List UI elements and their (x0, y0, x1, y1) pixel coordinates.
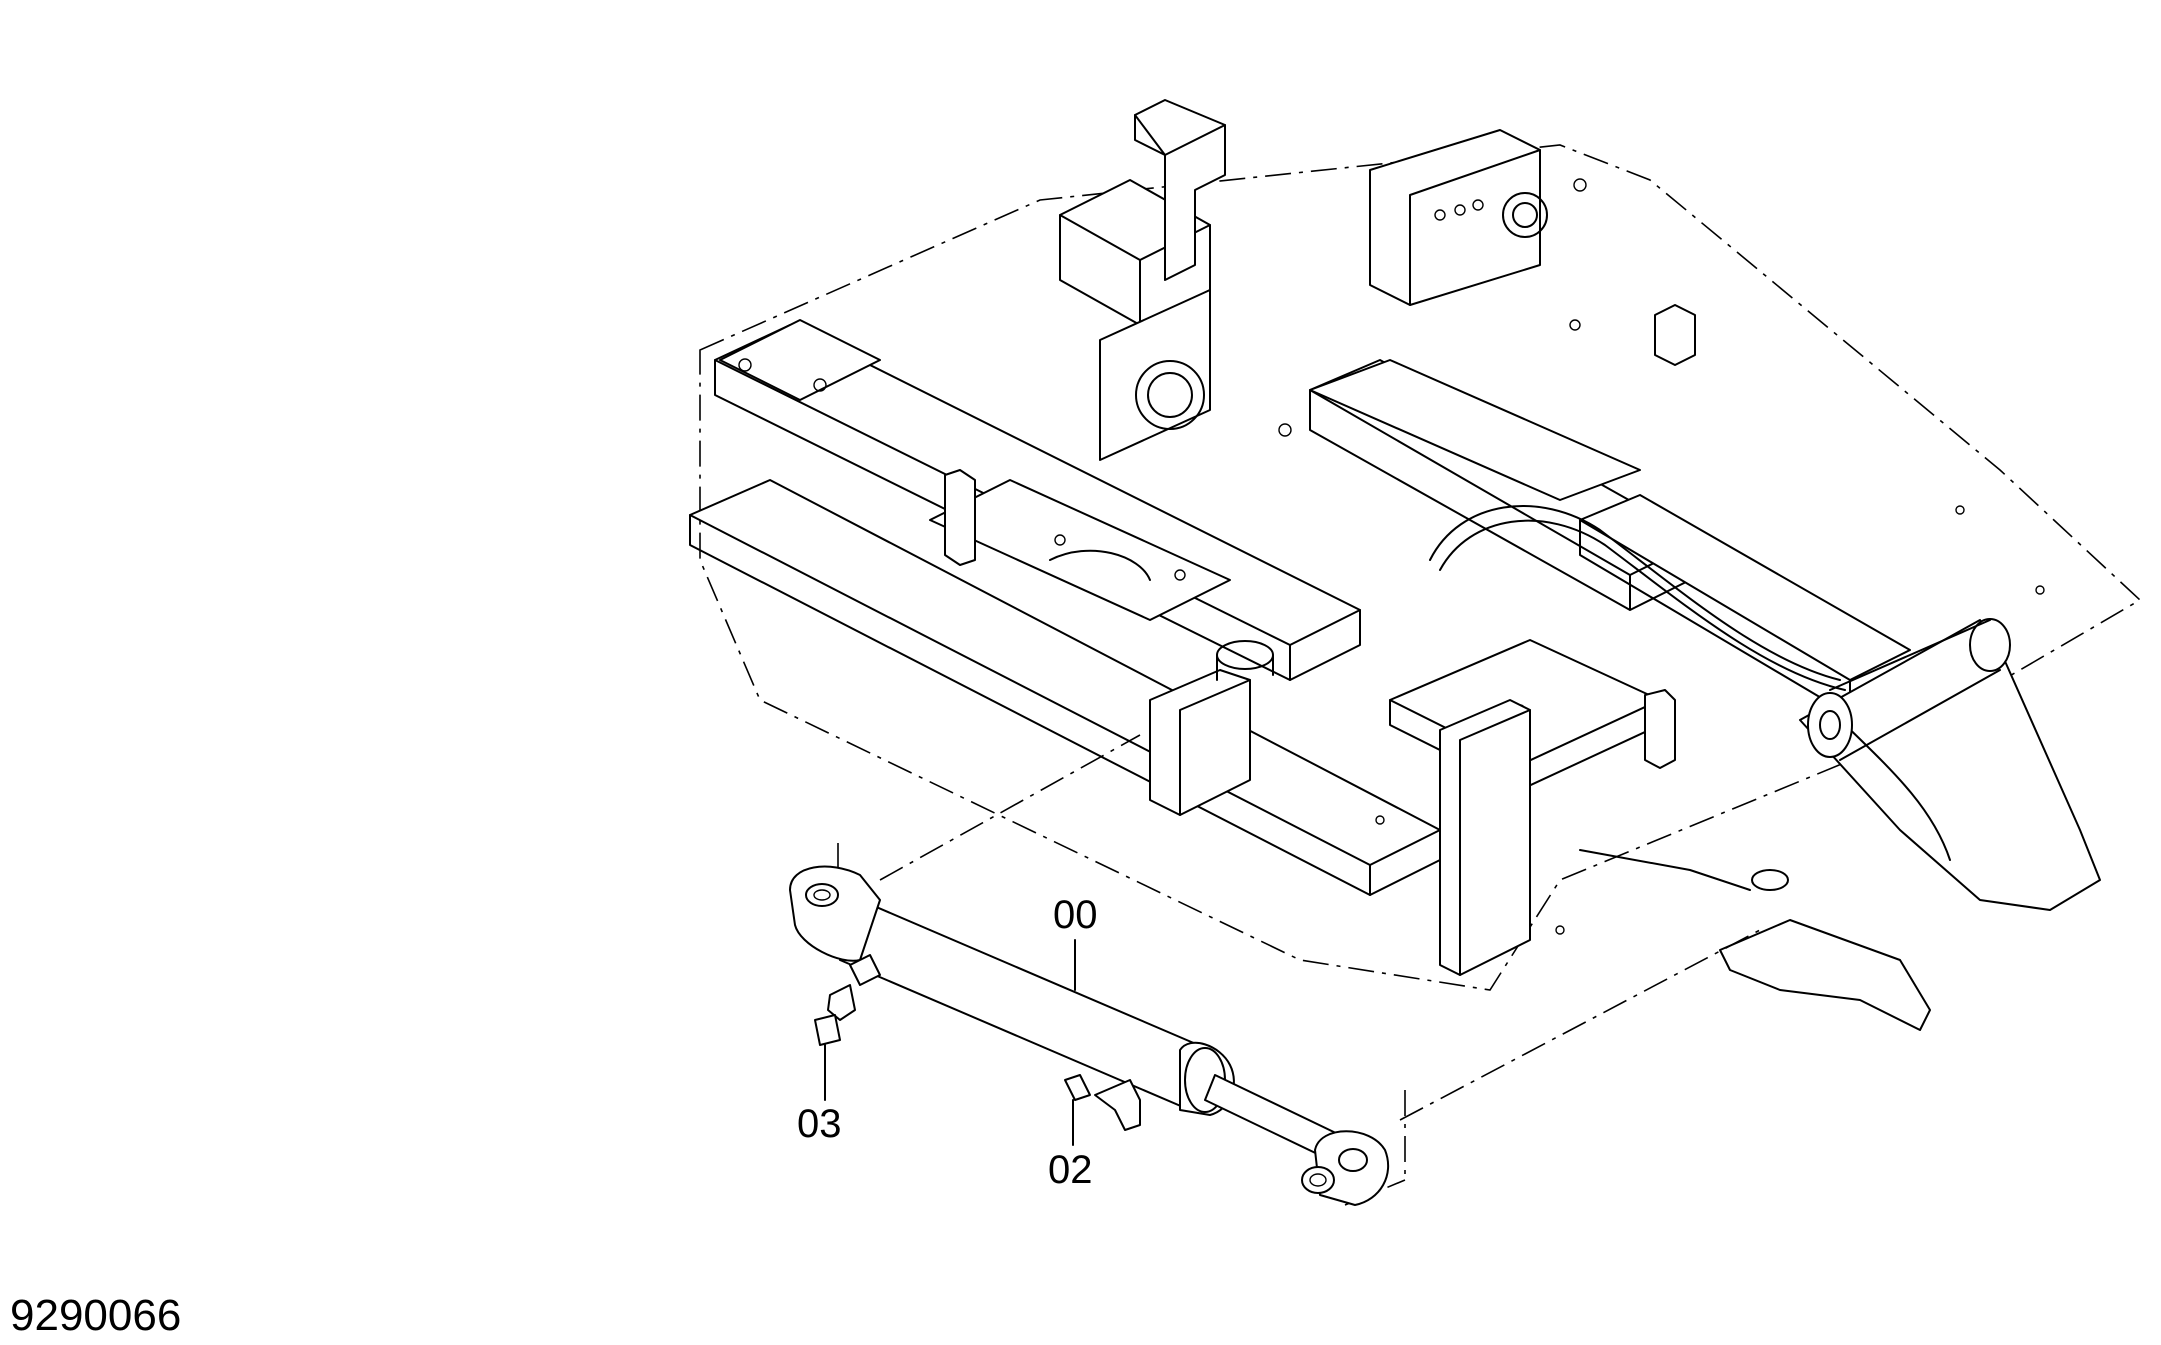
fitting-03 (814, 954, 881, 1046)
document-number: 9290066 (10, 1291, 182, 1340)
steering-cylinder (789, 865, 1390, 1206)
chassis-frame (689, 99, 2142, 1031)
callout-item-00: 00 (1053, 893, 1098, 937)
fitting-02 (1064, 1074, 1141, 1131)
callout-item-03: 03 (797, 1102, 842, 1146)
callout-item-02: 02 (1048, 1148, 1093, 1192)
leader-lines (824, 939, 1076, 1146)
